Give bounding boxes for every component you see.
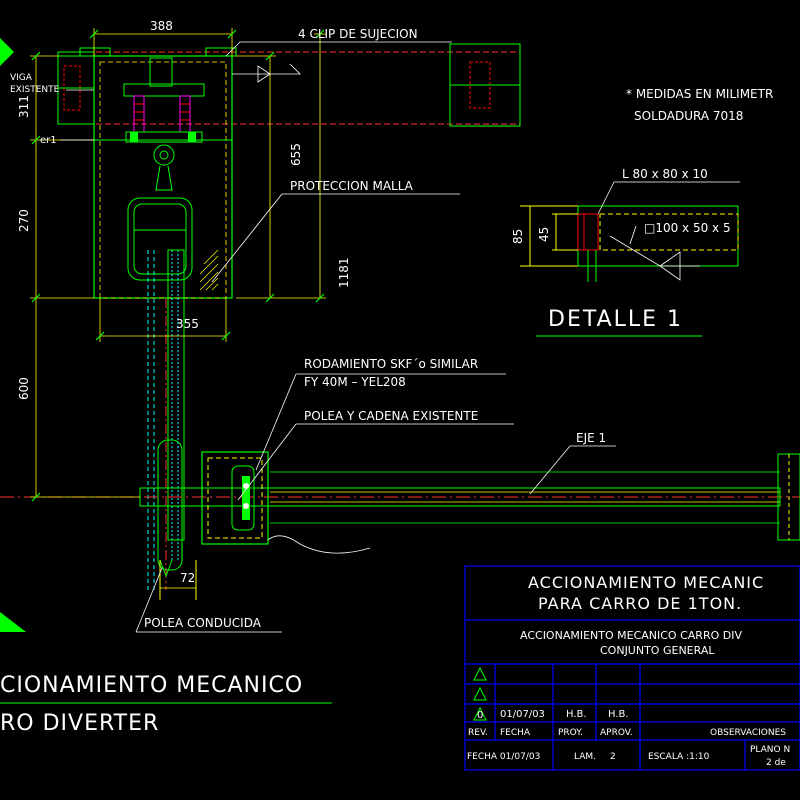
main-housing xyxy=(93,55,233,299)
polea-conducida-label: POLEA CONDUCIDA xyxy=(144,616,262,630)
dim-72: 72 xyxy=(180,571,195,585)
main-title-line-2: RO DIVERTER xyxy=(0,711,159,736)
clip-label: 4 CLIP DE SUJECION xyxy=(298,27,418,41)
dim-311: 311 xyxy=(17,95,31,118)
dim-600: 600 xyxy=(17,377,31,400)
tb-bottom-plano: PLANO N xyxy=(750,745,790,755)
tb-header-proy: PROY. xyxy=(558,728,583,738)
tb-bottom-fecha: FECHA 01/07/03 xyxy=(467,752,540,762)
beam-reference-lines xyxy=(60,51,520,125)
rev-triangle-2 xyxy=(473,686,487,701)
detail-tube-label: □100 x 50 x 5 xyxy=(644,221,731,235)
tb-header-rev: REV. xyxy=(468,728,488,738)
existing-beam-left xyxy=(57,51,95,125)
eje-label: EJE 1 xyxy=(576,431,606,445)
proteccion-label: PROTECCION MALLA xyxy=(290,179,414,193)
rev-triangle-1 xyxy=(473,666,487,681)
section-arrow-bottom xyxy=(0,612,26,632)
title-block-frame xyxy=(464,565,800,771)
tb-bottom-escala: ESCALA :1:10 xyxy=(648,752,710,762)
dim-655: 655 xyxy=(289,143,303,166)
chain xyxy=(147,250,179,590)
rev-triangle-3 xyxy=(473,706,487,721)
viga-label-1: VIGA xyxy=(10,73,33,83)
tb-bottom-lam-value: 2 xyxy=(610,752,616,762)
existing-beam-right xyxy=(449,43,521,127)
rodamiento-label-1: RODAMIENTO SKF´o SIMILAR xyxy=(304,357,478,371)
hoist-assembly xyxy=(123,57,205,191)
bearing-housing xyxy=(201,451,371,554)
chain-block xyxy=(127,197,193,281)
leader-lines xyxy=(60,41,616,633)
tb-title-1: ACCIONAMIENTO MECANIC xyxy=(528,573,764,592)
dim-1181: 1181 xyxy=(337,257,351,288)
note-soldadura: SOLDADURA 7018 xyxy=(634,109,743,123)
viga-label-2: EXISTENTE xyxy=(10,85,60,95)
driven-pulley xyxy=(157,439,197,600)
section-arrow-top xyxy=(0,38,14,66)
dim-355: 355 xyxy=(176,317,199,331)
detail-dim-85: 85 xyxy=(511,229,525,244)
dimension-ticks xyxy=(31,29,325,502)
tb-header-fecha: FECHA xyxy=(500,728,531,738)
tb-header-aprov: APROV. xyxy=(600,728,633,738)
tb-header-obs: OBSERVACIONES xyxy=(710,728,786,738)
dim-270: 270 xyxy=(17,209,31,232)
dimension-lines xyxy=(30,28,326,589)
tb-proy-value: H.B. xyxy=(566,709,587,720)
detail-1-geometry xyxy=(520,205,739,282)
dim-388: 388 xyxy=(150,19,173,33)
detail-title: DETALLE 1 xyxy=(548,307,683,332)
tb-aprov-value: H.B. xyxy=(608,709,629,720)
er1-label: er1 xyxy=(40,135,57,146)
tb-subtitle-1: ACCIONAMIENTO MECANICO CARRO DIV xyxy=(520,629,742,642)
tb-bottom-plano-value: 2 de xyxy=(766,758,786,768)
tb-fecha-value: 01/07/03 xyxy=(500,709,545,720)
rodamiento-label-2: FY 40M – YEL208 xyxy=(304,375,406,389)
polea-cadena-label: POLEA Y CADENA EXISTENTE xyxy=(304,409,478,423)
tb-bottom-lam: LAM. xyxy=(574,752,596,762)
detail-angle-label: L 80 x 80 x 10 xyxy=(622,167,708,181)
tb-subtitle-2: CONJUNTO GENERAL xyxy=(600,644,715,657)
main-title-line-1: CIONAMIENTO MECANICO xyxy=(0,673,303,698)
protection-mesh xyxy=(199,249,219,291)
tb-rev-value: 0 xyxy=(477,710,483,721)
chain-guide xyxy=(165,249,185,590)
note-medidas: * MEDIDAS EN MILIMETR xyxy=(626,87,773,101)
tb-title-2: PARA CARRO DE 1TON. xyxy=(538,594,742,613)
detail-1-leaders xyxy=(597,181,740,281)
detail-dim-45: 45 xyxy=(537,227,551,242)
